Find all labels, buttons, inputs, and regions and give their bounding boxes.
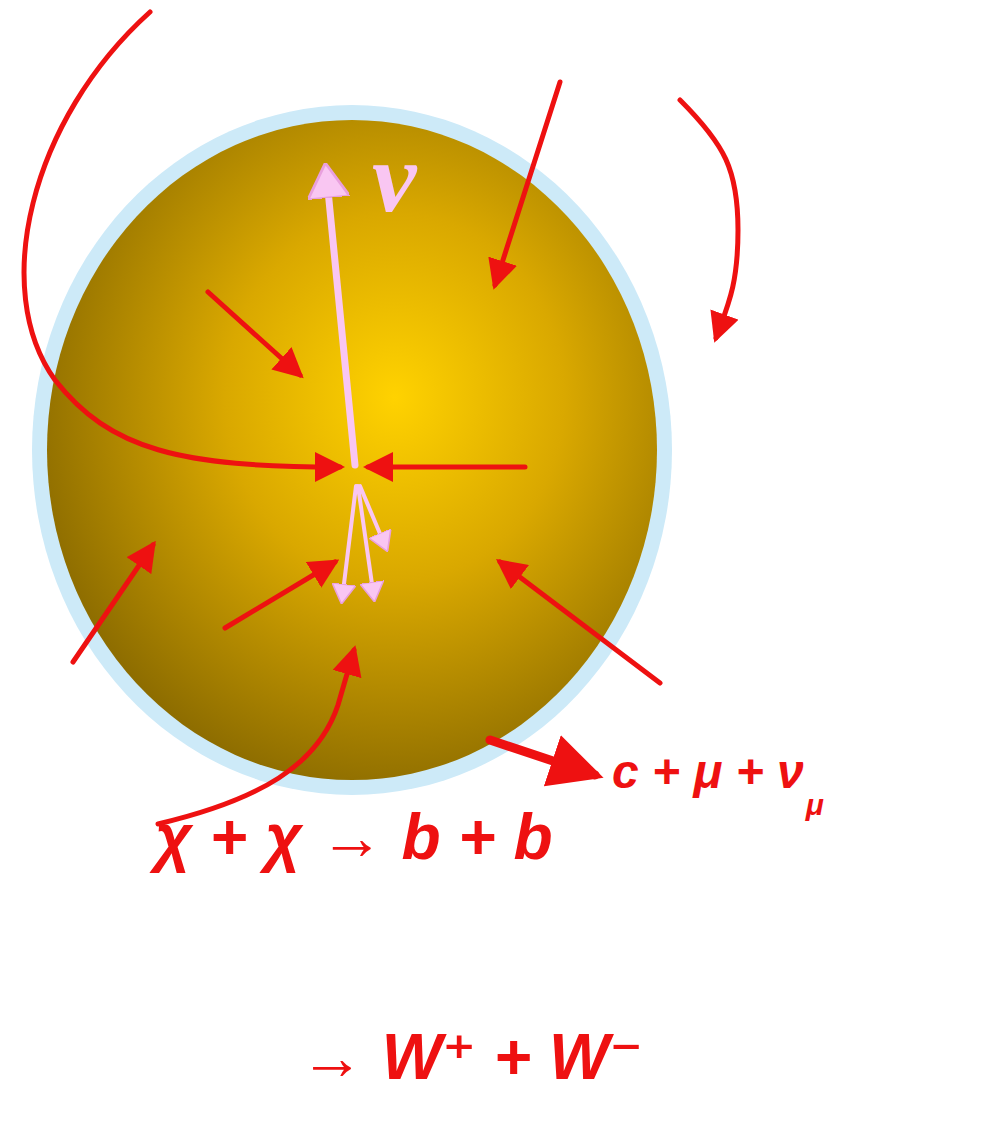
- sphere: [47, 120, 657, 780]
- subscript: μ: [806, 790, 824, 820]
- annihilation-channel: → W⁺ + W⁻: [300, 1025, 643, 1089]
- annihilation-equation: χ + χ → b + b: [155, 805, 553, 869]
- neutrino-arrows: [326, 170, 386, 600]
- sphere-halo: [32, 105, 672, 795]
- decay-products: c + μ + ν: [612, 748, 804, 796]
- wimp-arrows: [24, 12, 738, 824]
- neutrino-symbol: ν: [372, 128, 416, 228]
